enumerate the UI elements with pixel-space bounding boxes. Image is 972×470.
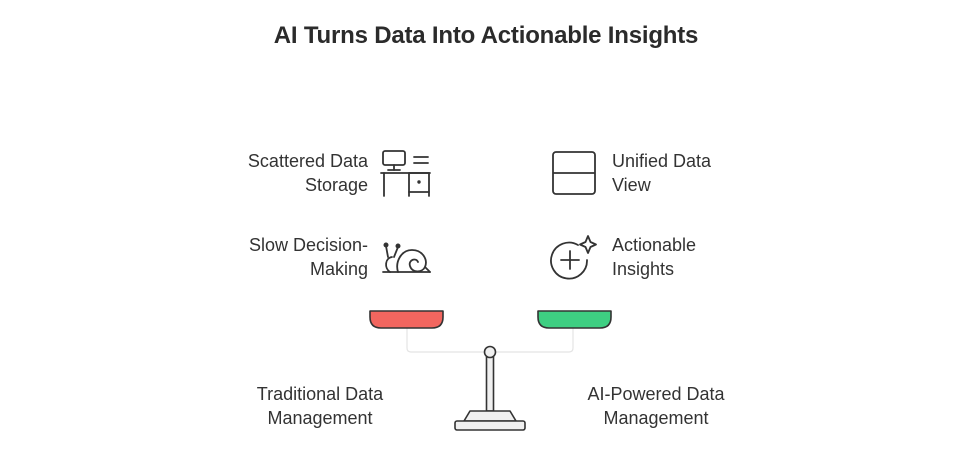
left-pan — [369, 310, 444, 329]
desk-icon — [380, 150, 431, 197]
label-unified-data-view: Unified Data View — [612, 151, 712, 195]
snail-icon — [382, 242, 431, 273]
scale-pole — [483, 345, 497, 412]
label-actionable-insights: Actionable Insights — [612, 235, 697, 279]
label-scattered-data-storage: Scattered Data Storage — [247, 151, 368, 195]
label-traditional-data-management: Traditional Data Management — [256, 384, 384, 428]
right-pan — [537, 310, 612, 329]
scale-base — [454, 410, 526, 431]
label-slow-decision-making: Slow Decision- Making — [248, 235, 368, 279]
page-title: AI Turns Data Into Actionable Insights — [273, 22, 699, 49]
unified-view-icon — [552, 151, 596, 195]
plus-sparkle-icon — [550, 235, 597, 280]
label-ai-powered-data-management: AI-Powered Data Management — [587, 384, 725, 428]
